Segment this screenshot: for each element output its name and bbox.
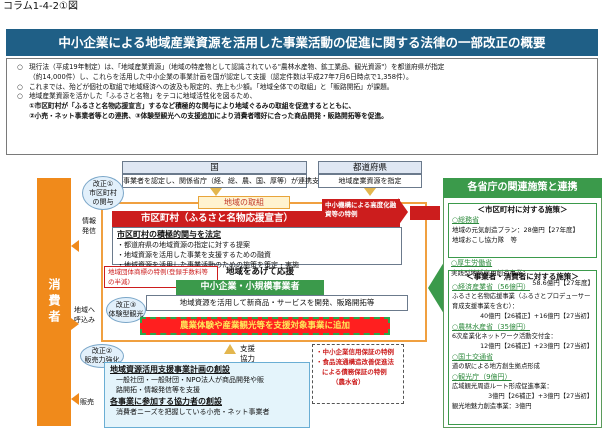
call-label: 地域へ 呼込み	[74, 306, 95, 324]
info-arrow	[71, 240, 79, 252]
intro-line-6: ②小売・ネット事業者等との連携、③体験型観光への支援追加により消費者嗜好に合った…	[29, 111, 388, 120]
kaisei1-circle: 改正① 市区町村 の関与	[82, 176, 124, 210]
sme-body: 地域資源を活用して新商品・サービスを開発、販路開拓等	[146, 295, 408, 311]
finance-3: による債務保証の特例	[322, 368, 387, 376]
soumu-1: 地域の元気創造プラン：28億円【27年度】	[452, 226, 580, 234]
biz-policy-title: ＜事業者・消費者に対する施策＞	[466, 272, 579, 281]
intro-line-1: ○現行法（平成19年制定）は、「地域産業資源」（地域の特産物として認識されている…	[17, 63, 445, 71]
plan-body-2: 路開拓・情報発信等を支援	[116, 386, 200, 394]
biz-policy-box: ＜事業者・消費者に対する施策＞ ○経済産業省（56億円） ふるさと名物応援事業（…	[448, 270, 597, 425]
kokudo-1: 道の駅による地方創生拠点形成	[452, 363, 540, 370]
pref-body: 地域産業資源を指定	[318, 174, 422, 188]
plan-body-1: 一般社団・一般財団・NPO法人が商品開発や販	[116, 376, 264, 384]
title-banner: 中小企業による地域産業資源を活用した事業活動の促進に関する法律の一部改正の概要	[6, 29, 598, 56]
city-item-1: ・都道府県の地域資源の指定に対する提案	[117, 241, 250, 249]
nousui: ○農林水産省（35億円）	[452, 323, 531, 331]
all-region-label: 地域をあげて応援	[226, 267, 295, 277]
finance-4: （農水省）	[332, 378, 365, 386]
right-arrow	[428, 262, 444, 314]
arrow-down-pref	[364, 188, 376, 196]
intro-line-4: ○地域産業資源を活かした「ふるさと名物」をテコに地域活性化を図るため、	[17, 92, 257, 101]
plan-title: 地域資源活用支援事業計画の創設	[110, 365, 230, 374]
intro-box: ○現行法（平成19年制定）は、「地域産業資源」（地域の特産物として認識されている…	[6, 58, 598, 155]
finance-2: ・食品流通構造改善促進法	[316, 358, 394, 366]
support-label: 支援 協力	[240, 344, 255, 363]
tourism-bar: 農業体験や産業観光等を支援対象事業に追加	[140, 317, 390, 335]
finance-1: ・中小企業信用保証の特例	[316, 348, 394, 356]
local-effort-label: 地域の取組	[198, 196, 290, 209]
soumu: ○総務省	[452, 216, 480, 224]
sales-arrow	[71, 393, 79, 405]
nousui-1: 6次産業化ネットワーク活動交付金：	[452, 333, 557, 340]
right-panel	[443, 178, 602, 428]
loan-arrow	[398, 198, 408, 226]
kousei-2: 58.6億円【27年度】	[532, 279, 594, 287]
keisan: ○経済産業省（56億円）	[452, 283, 531, 291]
plan-box: 地域資源活用支援事業計画の創設 一般社団・一般財団・NPO法人が商品開発や販 路…	[104, 362, 310, 428]
kokudo: ○国土交通省	[452, 353, 494, 361]
kankou-1: 広域観光周遊ルート形成促進事業：	[452, 383, 553, 390]
city-sub: 市区町村の積極的関与を法定	[117, 230, 221, 239]
kankou-3: 観光地魅力創造事業：3億円	[452, 403, 532, 410]
kuni-label: 国	[122, 161, 307, 174]
city-item-3: ・地域資源を活用した事業活動のための施策を策定・実施	[117, 261, 299, 269]
keisan-3: 40億円【26補正】+16億円【27当初】	[480, 313, 593, 320]
city-item-2: ・地域資源を活用した事業を支援するための融資	[117, 251, 271, 259]
info-label: 情報 発信	[82, 217, 96, 235]
intro-line-3: ○これまでは、殆どが個社の取組で地域経済への波及も限定的、売上も少額。「地域全体…	[17, 82, 394, 91]
sme-loan-note: 中小機構による高度化融資等の特例	[322, 199, 400, 227]
intro-line-2: （約14,000件）し、これらを活用した中小企業の事業計画を国が認定して支援（認…	[29, 72, 413, 81]
pref-label: 都道府県	[318, 161, 422, 174]
consumer-bar: 消費者	[37, 178, 71, 426]
kankou-2: 3億円【26補正】+3億円【27当初】	[488, 393, 593, 400]
intro-line-5: ①市区町村が「ふるさと名物応援宣言」するなど積極的な関与により地域ぐるみの取組を…	[29, 102, 356, 111]
kousei-box: ○厚生労働省 実践型地域雇用創造事業： 58.6億円【27年度】	[448, 258, 597, 288]
keisan-2: 育成支援事業を含む）：	[452, 303, 519, 310]
keisan-1: ふるさと名物応援事業（ふるさとプロデューサー	[452, 293, 591, 300]
call-arrow	[71, 318, 79, 330]
loan-arrow-stem	[410, 206, 440, 220]
city-box: 市区町村の積極的関与を法定 ・都道府県の地域資源の指定に対する提案 ・地域資源を…	[112, 227, 402, 269]
coop-title: 各事業に参加する協力者の創設	[110, 397, 222, 406]
city-policy-title: ＜市区町村に対する施策＞	[477, 205, 568, 214]
sme-bar: 中小企業・小規模事業者	[176, 280, 324, 295]
kaisei3-circle: 改正③ 体験型観光	[106, 297, 146, 323]
coop-body: 消費者ニーズを把握している小売・ネット事業者	[116, 408, 270, 416]
city-bar: 市区町村（ふるさと名物応援宣言）	[112, 211, 322, 227]
arrow-down-kuni	[210, 188, 222, 196]
figure-caption: コラム1-4-2①図	[3, 1, 78, 12]
kuni-body: 事業者を認定し、関係省庁（経、総、農、国、厚等）が連携支援	[122, 174, 326, 188]
nousui-2: 12億円【26補正】+23億円【27当初】	[480, 343, 593, 350]
sales-label: 販売	[80, 398, 94, 406]
right-header: 各省庁の関連施策と連携	[443, 178, 602, 198]
finance-box: ・中小企業信用保証の特例 ・食品流通構造改善促進法 による債務保証の特例 （農水…	[312, 344, 404, 404]
city-policy-box: ＜市区町村に対する施策＞ ○総務省 地域の元気創造プラン：28億円【27年度】 …	[448, 203, 597, 258]
kousei-1: 実践型地域雇用創造事業：	[451, 269, 529, 277]
kankou: ○観光庁（9億円）	[452, 373, 512, 381]
support-arrow	[224, 344, 236, 354]
kousei: ○厚生労働省	[451, 259, 493, 267]
soumu-2: 地域おこし協力隊 等	[452, 236, 517, 244]
